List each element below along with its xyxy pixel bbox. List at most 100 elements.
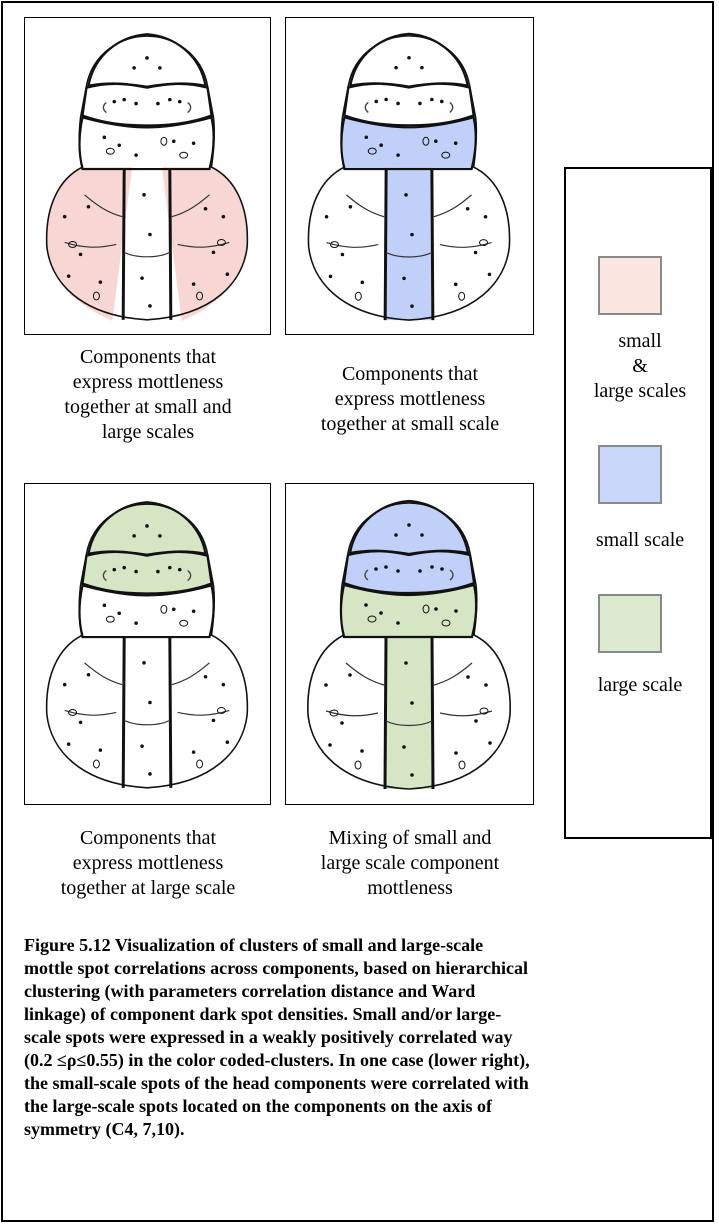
mottle-spot	[140, 276, 144, 280]
stem-outline	[123, 169, 171, 320]
mottle-spot-large	[355, 761, 361, 769]
mottle-spot	[484, 683, 488, 687]
mottle-spot	[488, 741, 492, 745]
mottle-spot	[420, 533, 424, 537]
mottle-spot	[349, 205, 353, 209]
mottle-spot	[222, 215, 226, 219]
bug-diagram-small	[285, 17, 534, 335]
mottle-spot	[440, 100, 444, 104]
mottle-spot	[402, 277, 406, 281]
mottle-spot	[396, 153, 400, 157]
band-outline	[344, 84, 473, 126]
mottle-spot	[148, 701, 152, 705]
mottle-spot	[172, 139, 176, 143]
mottle-spot	[474, 251, 478, 255]
mottle-spot	[364, 135, 368, 139]
mottle-spot	[79, 721, 83, 725]
mottle-spot	[222, 683, 226, 687]
mottle-spot	[172, 607, 176, 611]
mottle-spot	[79, 253, 83, 257]
mottle-spot	[87, 205, 91, 209]
mottle-spot	[324, 683, 328, 687]
mottle-spot-large	[106, 616, 114, 622]
mottle-spot	[407, 523, 411, 527]
mottle-spot	[178, 100, 182, 104]
mottle-spot	[148, 233, 152, 237]
mottle-spot	[394, 66, 398, 70]
mottle-spot	[484, 215, 488, 219]
mottle-spot	[87, 673, 91, 677]
mottle-spot	[434, 139, 438, 143]
mottle-spot	[226, 740, 230, 744]
mottle-spot	[340, 721, 344, 725]
mottle-spot	[134, 570, 138, 574]
mottle-spot	[361, 281, 365, 285]
mottle-spot	[410, 304, 414, 308]
mottle-spot	[192, 750, 196, 754]
mottle-spot	[328, 743, 332, 747]
mottle-spot-large	[180, 152, 188, 158]
mottle-spot	[132, 534, 136, 538]
mottle-spot	[122, 566, 126, 570]
mottle-spot	[132, 66, 136, 70]
mottle-spot	[434, 607, 438, 611]
highlight-region-head	[88, 502, 205, 555]
mottle-spot	[145, 56, 149, 60]
mottle-spot	[134, 153, 138, 157]
mottle-spot	[384, 565, 388, 569]
highlight-region-stem	[385, 635, 433, 789]
mottle-spot	[454, 609, 458, 613]
legend-label: large scale	[566, 673, 714, 698]
legend-swatch-pink	[598, 256, 662, 315]
mottle-spot	[364, 603, 368, 607]
mottle-spot	[63, 683, 67, 687]
head-outline	[350, 34, 467, 87]
mottle-spot	[67, 742, 71, 746]
mottle-spot	[404, 661, 408, 665]
panel-caption: Components thatexpress mottleness togeth…	[283, 362, 537, 437]
mottle-spot	[178, 568, 182, 572]
bug-diagram-large	[24, 483, 271, 805]
mottle-spot-large	[459, 292, 465, 300]
mottle-spot	[145, 524, 149, 528]
mottle-spot	[466, 675, 470, 679]
mottle-spot	[454, 141, 458, 145]
mottle-spot	[156, 570, 160, 574]
mottle-spot-large	[355, 292, 361, 300]
highlight-region-band	[83, 552, 212, 593]
eye-marks	[365, 102, 452, 112]
mottle-spot	[488, 273, 492, 277]
mottle-spot	[204, 675, 208, 679]
mottle-spot	[396, 102, 400, 106]
mottle-spot	[148, 304, 152, 308]
mottle-spot	[420, 66, 424, 70]
mottle-spot	[410, 701, 414, 705]
bug-diagram-small-and-large	[24, 17, 271, 335]
mottle-spot	[99, 748, 103, 752]
mottle-spot-large	[93, 760, 99, 768]
mottle-spot	[404, 193, 408, 197]
mottle-spot	[142, 193, 146, 197]
highlight-region-band	[344, 551, 474, 593]
mottle-spot	[192, 609, 196, 613]
mottle-spot	[168, 98, 172, 102]
mottle-spot-large	[197, 760, 203, 768]
legend-label: small & large scales	[566, 329, 714, 404]
mottle-spot	[134, 102, 138, 106]
highlight-region-rightWing	[162, 167, 247, 321]
mottle-spot	[360, 749, 364, 753]
mottle-spot	[396, 569, 400, 573]
stem-outline	[123, 637, 171, 788]
mottle-spot	[396, 621, 400, 625]
panel-caption: Mixing of small andlarge scale component…	[283, 826, 537, 901]
mottle-spot	[329, 275, 333, 279]
mottle-spot	[142, 661, 146, 665]
highlight-region-head	[350, 501, 468, 554]
mottle-spot	[112, 100, 116, 104]
legend-label: small scale	[566, 528, 714, 553]
mottle-spot	[103, 604, 107, 608]
mottle-spot-large	[459, 761, 465, 769]
mottle-spot	[158, 534, 162, 538]
mottle-spot	[379, 143, 383, 147]
